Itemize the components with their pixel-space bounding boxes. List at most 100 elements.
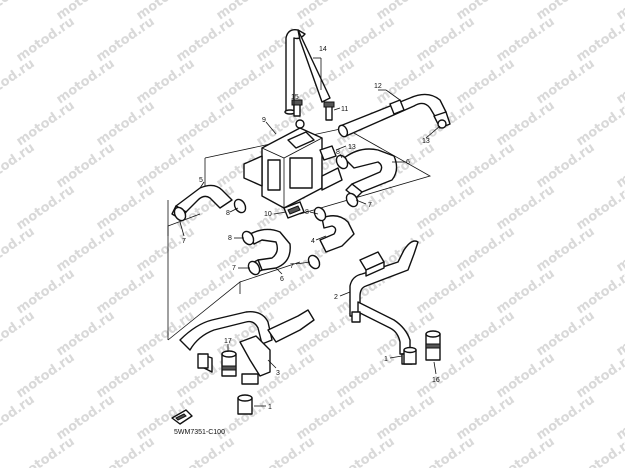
watermark-text: motod.ru [94, 434, 158, 468]
bracket-small[interactable] [171, 409, 193, 425]
watermark-text: motod.ru [334, 350, 398, 401]
watermark-text: motod.ru [14, 434, 78, 468]
callout-14: 14 [319, 46, 327, 53]
clamp-7-right[interactable] [344, 191, 360, 208]
callout-1-left: 1 [268, 404, 272, 411]
watermark-text: motod.ru [614, 392, 625, 443]
watermark-text: motod.ru [294, 392, 358, 443]
cap-1-left[interactable] [237, 394, 253, 415]
watermark-text: motod.ru [134, 224, 198, 275]
watermark-text: motod.ru [174, 434, 238, 468]
watermark-text: motod.ru [494, 182, 558, 233]
diagram-code: 5WM7351-C100 [174, 429, 225, 436]
watermark-text: motod.ru [214, 56, 278, 107]
cap-1-right[interactable] [403, 346, 417, 365]
clamp-8-b[interactable] [334, 153, 350, 170]
clamp-8-a[interactable] [232, 197, 248, 214]
watermark-text: motod.ru [54, 224, 118, 275]
watermark-text: motod.ru [334, 434, 398, 468]
cap-16[interactable] [425, 330, 441, 361]
watermark-text: motod.ru [54, 392, 118, 443]
watermark-text: motod.ru [454, 56, 518, 107]
watermark-text: motod.ru [574, 98, 625, 149]
callout-8-b: 8 [336, 149, 340, 156]
watermark-text: motod.ru [414, 434, 478, 468]
watermark-text: motod.ru [414, 350, 478, 401]
leader-lines [179, 57, 441, 407]
clamp-7-left[interactable] [172, 205, 188, 222]
callout-13-left: 13 [348, 144, 356, 151]
watermark-text: motod.ru [534, 224, 598, 275]
callout-6-left: 6 [280, 276, 284, 283]
watermark-text: motod.ru [94, 182, 158, 233]
watermark-text: motod.ru [254, 434, 318, 468]
watermark-text: motod.ru [534, 56, 598, 107]
watermark-text: motod.ru [574, 434, 625, 468]
watermark-text: motod.ru [174, 14, 238, 65]
watermark-text: motod.ru [94, 266, 158, 317]
hose-4[interactable] [319, 215, 355, 253]
callout-7-right: 7 [368, 202, 372, 209]
watermark-text: motod.ru [414, 14, 478, 65]
watermark-text: motod.ru [454, 392, 518, 443]
callout-13-right: 13 [422, 138, 430, 145]
watermark-text: motod.ru [574, 14, 625, 65]
watermark-text: motod.ru [414, 182, 478, 233]
watermark-text: motod.ru [0, 140, 38, 191]
watermark-text: motod.ru [614, 308, 625, 359]
callout-5: 5 [199, 177, 203, 184]
watermark-text: motod.ru [54, 140, 118, 191]
watermark-text: motod.ru [334, 14, 398, 65]
watermark-text: motod.ru [614, 0, 625, 23]
watermark-text: motod.ru [94, 350, 158, 401]
watermark-text: motod.ru [94, 14, 158, 65]
watermark-text: motod.ru [0, 56, 38, 107]
callout-10: 10 [264, 211, 272, 218]
pipe-assembly-3[interactable] [179, 309, 315, 385]
watermark-text: motod.ru [374, 392, 438, 443]
callout-1-right: 1 [384, 356, 388, 363]
guard-2[interactable] [359, 251, 385, 277]
callout-8-d: 8 [305, 209, 309, 216]
clamp-8-d[interactable] [312, 205, 328, 222]
watermark-text: motod.ru [574, 182, 625, 233]
watermark-text: motod.ru [454, 224, 518, 275]
watermark-text: motod.ru [494, 434, 558, 468]
watermark-text: motod.ru [94, 98, 158, 149]
watermark-text: motod.ru [14, 14, 78, 65]
clamp-8-c[interactable] [240, 229, 256, 246]
watermark-text: motod.ru [14, 98, 78, 149]
watermark-text: motod.ru [614, 56, 625, 107]
callout-3: 3 [276, 370, 280, 377]
clip-13-left[interactable] [319, 145, 337, 161]
callout-7-lower-mid: 7 [290, 263, 294, 270]
watermark-text: motod.ru [534, 392, 598, 443]
watermark-text: motod.ru [574, 266, 625, 317]
reed-valve-assembly-9[interactable] [243, 119, 343, 209]
callout-2: 2 [334, 294, 338, 301]
watermark-text: motod.ru [134, 140, 198, 191]
callout-7-left: 7 [182, 238, 186, 245]
cap-17[interactable] [221, 350, 237, 377]
watermark-text: motod.ru [14, 266, 78, 317]
watermark-text: motod.ru [454, 308, 518, 359]
hose-14[interactable] [284, 28, 331, 115]
bolt-11[interactable] [323, 101, 335, 121]
clamp-7-lower-mid[interactable] [306, 253, 322, 270]
watermark-text: motod.ru [534, 308, 598, 359]
watermark-text: motod.ru [534, 140, 598, 191]
watermark-text: motod.ru [0, 0, 38, 23]
callout-8-a: 8 [226, 210, 230, 217]
callout-4: 4 [311, 238, 315, 245]
watermark-text: motod.ru [414, 266, 478, 317]
callout-7-lower-left: 7 [232, 265, 236, 272]
watermark-text: motod.ru [574, 350, 625, 401]
callout-labels: 14 12 15 11 9 13 13 6 8 5 8 7 7 10 8 8 4… [182, 46, 440, 411]
clip-10[interactable] [283, 201, 305, 219]
clamp-7-lower-left[interactable] [246, 259, 262, 276]
watermark-text: motod.ru [494, 14, 558, 65]
watermark-text: motod.ru [174, 98, 238, 149]
bolt-15[interactable] [291, 99, 303, 117]
callout-12: 12 [374, 83, 382, 90]
